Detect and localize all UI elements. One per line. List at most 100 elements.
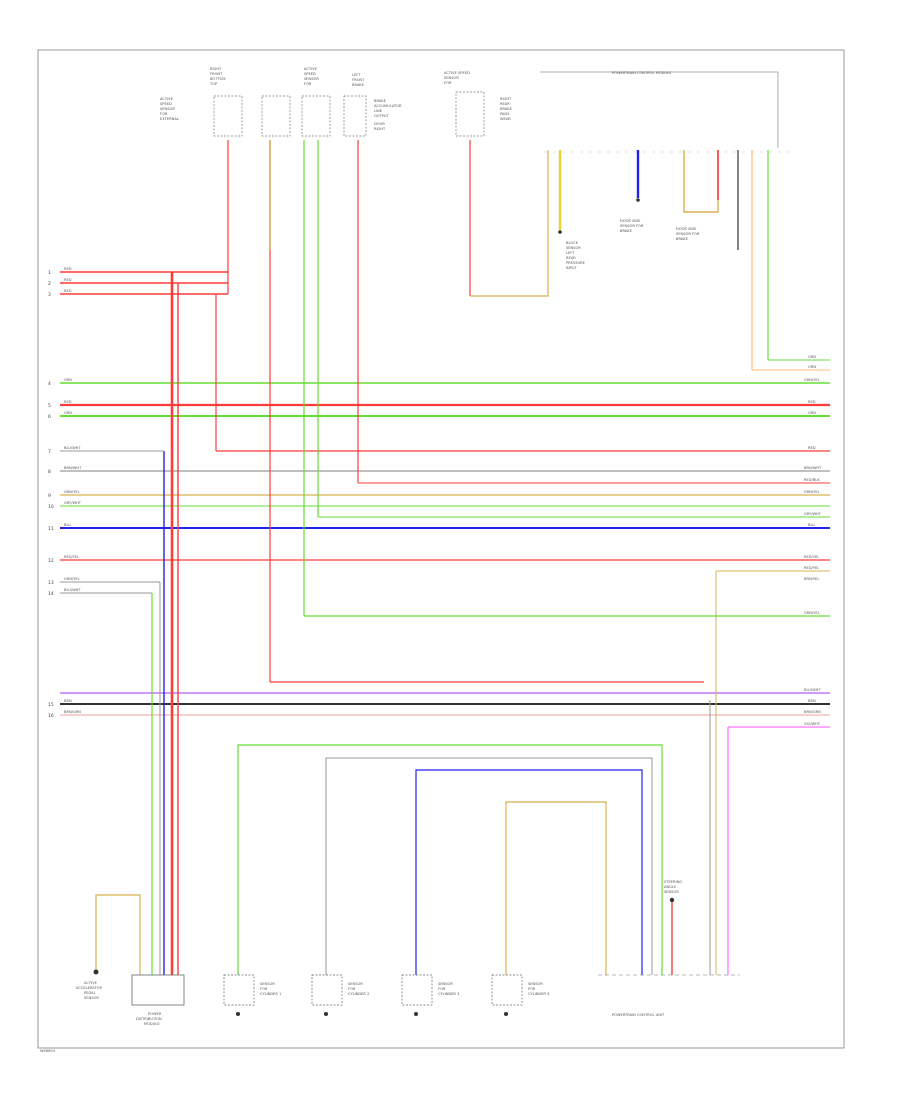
svg-text:6: 6 xyxy=(48,414,51,420)
top-right-label: POWERTRAIN CONTROL MODULE xyxy=(612,71,672,75)
svg-text:RED/YEL: RED/YEL xyxy=(804,555,819,559)
svg-text:10: 10 xyxy=(48,504,54,510)
svg-text:SENSOR FOR CYL: SENSOR FOR CYLINDER 4 xyxy=(528,982,550,996)
left-wire-labels: RED RED RED GRN RED GRN BLU/WHT BRN/WHT … xyxy=(64,267,82,714)
svg-text:12: 12 xyxy=(48,558,54,564)
svg-text:BLU/WHT: BLU/WHT xyxy=(64,588,81,592)
svg-text:RED: RED xyxy=(64,400,72,404)
svg-text:GRN: GRN xyxy=(64,411,72,415)
label-near-yellow: BLOCK SENSOR LEFT REAR PRESSURE INPUT xyxy=(566,241,586,270)
svg-text:5: 5 xyxy=(48,403,51,409)
svg-text:9: 9 xyxy=(48,493,51,499)
component-b2-box xyxy=(131,974,185,1006)
component-b6: SENSOR FOR CYLINDER 4 xyxy=(491,974,550,1016)
svg-text:BRN/GRN: BRN/GRN xyxy=(64,710,81,714)
svg-text:GRN: GRN xyxy=(808,355,816,359)
svg-text:11: 11 xyxy=(48,526,54,532)
component-c4: LEFT FRONT BRAKE xyxy=(343,73,367,137)
wire-gray-b4 xyxy=(325,757,653,975)
component-c1: ACTIVE SPEED SENSOR FOR EXTERNAL xyxy=(160,95,243,137)
svg-text:SENSOR FOR CYL: SENSOR FOR CYLINDER 1 xyxy=(260,982,281,996)
label-c1: ACTIVE SPEED SENSOR FOR EXTERNAL xyxy=(160,97,179,121)
wire-tan-pcm-loop xyxy=(683,150,719,213)
svg-text:BLU: BLU xyxy=(808,523,815,527)
svg-text:RED/BLK: RED/BLK xyxy=(804,478,820,482)
svg-text:GRN/YEL: GRN/YEL xyxy=(64,577,80,581)
svg-text:POWERTRAIN CONTROL UNIT: POWERTRAIN CONTROL UNIT xyxy=(612,1013,665,1017)
svg-text:BLU/WHT: BLU/WHT xyxy=(64,446,81,450)
wire-green-b3 xyxy=(237,744,663,975)
svg-text:RED/YEL: RED/YEL xyxy=(804,566,819,570)
component-b5: SENSOR FOR CYLINDER 3 xyxy=(401,974,459,1016)
svg-text:GRN/YEL: GRN/YEL xyxy=(64,490,80,494)
svg-text:BRN: BRN xyxy=(64,699,72,703)
svg-text:BRN: BRN xyxy=(808,699,816,703)
svg-text:RED: RED xyxy=(64,278,72,282)
svg-text:BLU/WHT: BLU/WHT xyxy=(804,688,821,692)
svg-text:BRN/GRN: BRN/GRN xyxy=(804,710,821,714)
svg-text:VIO/WHT: VIO/WHT xyxy=(804,722,821,726)
svg-text:BRN/YEL: BRN/YEL xyxy=(804,577,819,581)
page-code: W58654 xyxy=(40,1049,56,1053)
svg-text:BLU: BLU xyxy=(64,523,71,527)
left-codes: 1 2 3 4 5 6 7 8 9 10 11 12 13 14 15 16 xyxy=(48,270,54,719)
label-c2: RIGHT FRONT BOTTOM TOP xyxy=(209,67,227,86)
wire-frame-top-right xyxy=(540,71,779,148)
svg-text:GRN: GRN xyxy=(64,378,72,382)
right-wire-labels: GRN ORN GRN/YEL RED GRN RED BRN/WHT RED/… xyxy=(804,355,822,726)
svg-text:SENSOR FOR CYL: SENSOR FOR CYLINDER 3 xyxy=(438,982,459,996)
svg-text:GRN/YEL: GRN/YEL xyxy=(804,378,820,382)
svg-text:GRN/YEL: GRN/YEL xyxy=(804,490,820,494)
label-b2: POWER DISTRIBUTION MODULE xyxy=(136,1012,163,1026)
component-b8: STEERING ANGLE SENSOR xyxy=(664,880,683,903)
wire-tan-c6-loop xyxy=(470,150,549,297)
svg-text:STEERING ANGLE: STEERING ANGLE SENSOR xyxy=(664,880,683,894)
diagram-frame xyxy=(37,49,845,1049)
wire-tan-b1 xyxy=(95,894,141,975)
svg-text:GRN: GRN xyxy=(808,411,816,415)
svg-text:1: 1 xyxy=(48,270,51,276)
svg-text:14: 14 xyxy=(48,591,54,597)
component-b7: POWERTRAIN CONTROL UNIT xyxy=(598,974,740,1017)
component-c3: ACTIVE SPEED SENSOR FOR xyxy=(301,67,331,137)
svg-text:RED: RED xyxy=(808,400,816,404)
svg-text:BRN/WHT: BRN/WHT xyxy=(804,466,822,470)
svg-text:RED: RED xyxy=(808,446,816,450)
svg-text:7: 7 xyxy=(48,449,51,455)
label-near-tan: DOOR SIDE SENSOR FOR BRAKE xyxy=(676,227,701,241)
component-b3: SENSOR FOR CYLINDER 1 xyxy=(223,974,281,1016)
svg-text:GRY/WHT: GRY/WHT xyxy=(64,501,82,505)
svg-text:RED: RED xyxy=(64,267,72,271)
label-c5: BRAKE ACCUMULATOR LINE OUTPUT DOOR RIGHT xyxy=(374,99,403,131)
svg-text:ORN: ORN xyxy=(808,365,816,369)
vertical-wires xyxy=(60,71,779,975)
component-c7: RIGHT REAR BRAKE PADS WEAR xyxy=(500,97,513,121)
svg-text:13: 13 xyxy=(48,580,54,586)
component-c2: RIGHT FRONT BOTTOM TOP xyxy=(209,67,291,137)
top-components: ACTIVE SPEED SENSOR FOR EXTERNAL RIGHT F… xyxy=(160,67,790,270)
svg-text:8: 8 xyxy=(48,469,51,475)
horizontal-wires xyxy=(60,271,830,728)
svg-text:GRN/YEL: GRN/YEL xyxy=(804,611,820,615)
bottom-components: ACTIVE ACCELERATOR PEDAL SENSOR POWER DI… xyxy=(76,880,740,1026)
svg-text:2: 2 xyxy=(48,281,51,287)
label-c7: RIGHT REAR BRAKE PADS WEAR xyxy=(500,97,513,121)
svg-text:16: 16 xyxy=(48,713,54,719)
svg-text:15: 15 xyxy=(48,702,54,708)
component-b4: SENSOR FOR CYLINDER 2 xyxy=(311,974,369,1016)
svg-text:RED/YEL: RED/YEL xyxy=(64,555,79,559)
component-c6: ACTIVE SPEED SENSOR FOR xyxy=(444,71,485,137)
svg-text:GRY/WHT: GRY/WHT xyxy=(804,512,822,516)
label-c6: ACTIVE SPEED SENSOR FOR xyxy=(444,71,471,85)
label-near-blue: DOOR SIDE SENSOR FOR BRAKE xyxy=(620,219,645,233)
pin-blue xyxy=(636,198,640,202)
wire-blue-b5 xyxy=(415,769,643,975)
svg-text:4: 4 xyxy=(48,381,51,387)
component-c5: BRAKE ACCUMULATOR LINE OUTPUT DOOR RIGHT xyxy=(374,99,403,131)
connector-b1 xyxy=(93,969,99,975)
label-c4: LEFT FRONT BRAKE xyxy=(352,73,365,87)
svg-text:SENSOR FOR CYL: SENSOR FOR CYLINDER 2 xyxy=(348,982,369,996)
pin-yellow xyxy=(558,230,562,234)
svg-text:RED: RED xyxy=(64,289,72,293)
